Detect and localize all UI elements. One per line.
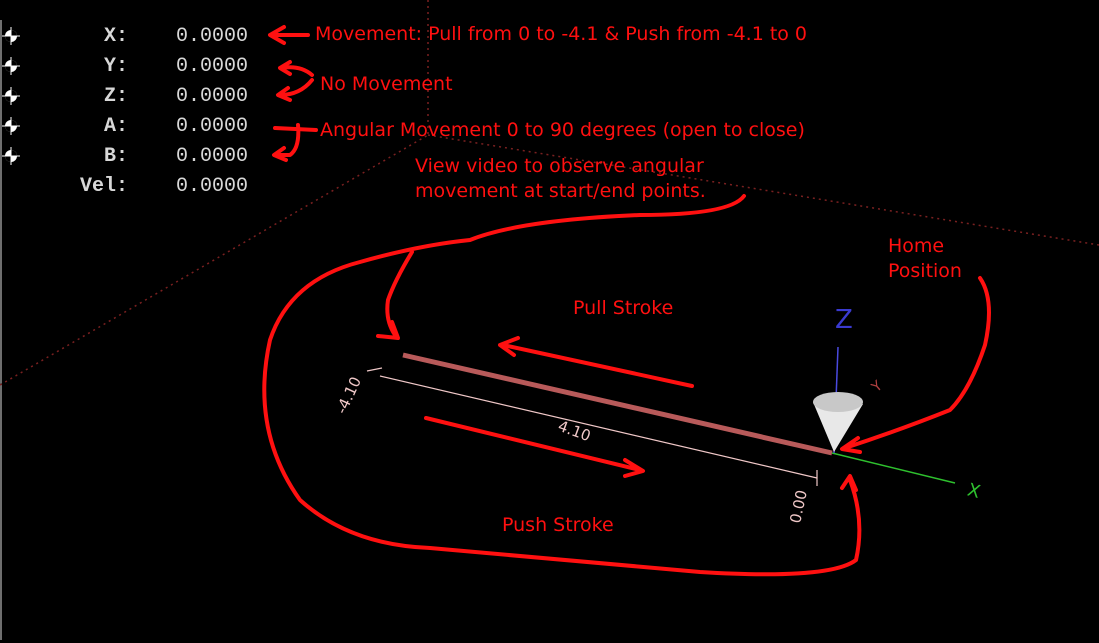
x-axis-label: X	[965, 479, 982, 502]
dro-axis-value: 0.0000	[176, 25, 249, 48]
dim-end-label: 0.00	[786, 488, 811, 524]
annotation-x-movement: Movement: Pull from 0 to -4.1 & Push fro…	[315, 23, 808, 45]
dro-axis-value: 0.0000	[176, 55, 249, 78]
dimension-line	[366, 367, 818, 486]
dro-axis-value: 0.0000	[176, 115, 249, 138]
homed-icon	[2, 87, 20, 105]
z-axis-label: Z	[835, 305, 853, 335]
dro-axis-label: A:	[103, 115, 128, 138]
annotation-no-movement: No Movement	[320, 73, 453, 95]
dro-axis-label: Y:	[103, 55, 128, 78]
dim-length-label: 4.10	[556, 417, 594, 445]
tool-cone-icon	[813, 392, 863, 452]
homed-icon	[2, 27, 20, 45]
dro-axis-label: B:	[103, 145, 128, 168]
annotation-pull-stroke: Pull Stroke	[573, 297, 674, 319]
annotation-home-2: Position	[888, 260, 962, 282]
dim-start-label: -4.10	[332, 374, 365, 417]
dro-axis-label: Z:	[103, 85, 128, 108]
dro-axis-value: 0.0000	[176, 145, 249, 168]
x-axis-line	[831, 452, 956, 484]
homed-icon	[2, 117, 20, 135]
y-axis-label: Y	[868, 378, 886, 397]
dro-axis-value: 0.0000	[176, 175, 249, 198]
dro-axis-label: X:	[103, 25, 128, 48]
annotation-drawings	[262, 25, 991, 577]
annotation-push-stroke: Push Stroke	[502, 514, 614, 536]
annotation-video-2: movement at start/end points.	[415, 180, 706, 202]
toolpath-line	[402, 352, 833, 456]
annotation-video-1: View video to observe angular	[415, 155, 704, 177]
annotation-angular: Angular Movement 0 to 90 degrees (open t…	[320, 119, 805, 141]
dro-axis-label: Vel:	[79, 175, 128, 198]
annotation-home-1: Home	[888, 235, 945, 257]
dro-axis-value: 0.0000	[176, 85, 249, 108]
homed-icon	[2, 57, 20, 75]
homed-icon	[2, 147, 20, 165]
machine-limits	[0, 0, 1099, 386]
